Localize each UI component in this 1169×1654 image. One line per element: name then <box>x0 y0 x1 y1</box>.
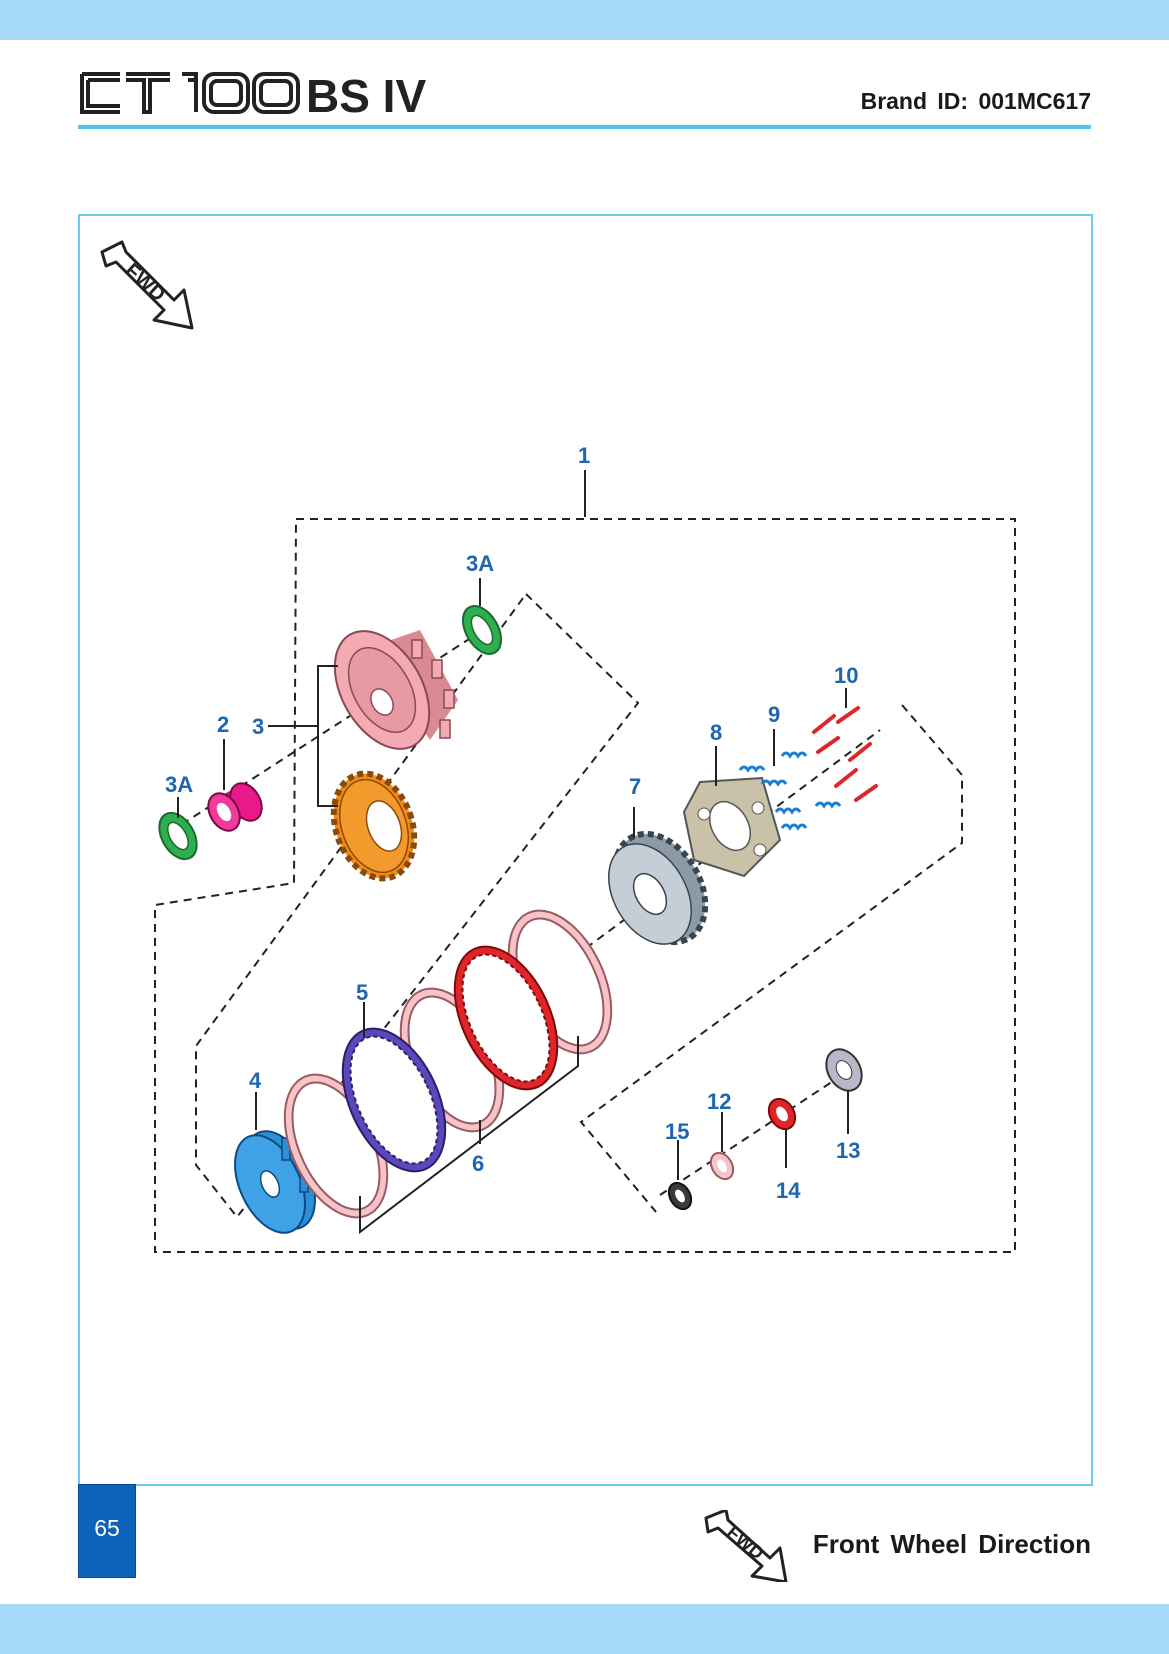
callout-3a-left: 3A <box>165 772 193 797</box>
diagram-frame <box>78 214 1093 1486</box>
callout-3: 3 <box>252 714 264 739</box>
model-suffix: BS IV <box>306 70 426 122</box>
model-logo: BS IV <box>80 70 426 122</box>
assembly-boundary <box>154 518 1016 1253</box>
callout-14: 14 <box>776 1178 801 1203</box>
callout-6: 6 <box>472 1151 484 1176</box>
washer-3a-top-hole <box>470 614 494 646</box>
leader-lines <box>177 470 849 1235</box>
callout-9: 9 <box>768 702 780 727</box>
bolts-part-10 <box>812 706 878 802</box>
legend-text: Front Wheel Direction <box>812 1529 1091 1559</box>
fwd-arrow-legend-icon: FWD <box>704 1510 788 1582</box>
top-color-band <box>0 0 1169 40</box>
red-plate <box>453 945 559 1091</box>
washer-3a-left-hole <box>167 821 189 851</box>
callout-15: 15 <box>665 1119 689 1144</box>
pressure-plate-part-8 <box>682 776 782 878</box>
callout-10: 10 <box>834 663 858 688</box>
callout-8: 8 <box>710 720 722 745</box>
fwd-arrow-icon: FWD <box>100 240 194 330</box>
springs-part-9 <box>738 751 842 831</box>
bottom-color-band <box>0 1604 1169 1654</box>
header-rule <box>78 125 1091 129</box>
steel-plate-part-5 <box>341 1027 447 1173</box>
callout-5: 5 <box>356 980 368 1005</box>
callout-2: 2 <box>217 712 229 737</box>
callout-1: 1 <box>578 443 590 468</box>
bearing-part-13-hole <box>835 1060 853 1080</box>
washer-part-15-hole <box>675 1189 685 1203</box>
brand-id: Brand ID: 001MC617 <box>860 88 1091 114</box>
nut-part-14-hole <box>776 1106 788 1122</box>
callout-3a-top: 3A <box>466 551 494 576</box>
clutch-center-part-7 <box>608 830 709 946</box>
callout-4: 4 <box>249 1068 262 1093</box>
ct100-outline-logo <box>80 72 300 114</box>
bush-part-2 <box>207 782 263 832</box>
washer-part-12-hole <box>717 1159 727 1173</box>
callout-7: 7 <box>629 774 641 799</box>
callout-13: 13 <box>836 1138 860 1163</box>
primary-gear-part-3 <box>330 770 418 882</box>
page-number-box: 65 <box>78 1484 136 1578</box>
callout-12: 12 <box>707 1089 731 1114</box>
page-number: 65 <box>94 1515 120 1541</box>
clutch-housing-part-3 <box>333 630 458 750</box>
